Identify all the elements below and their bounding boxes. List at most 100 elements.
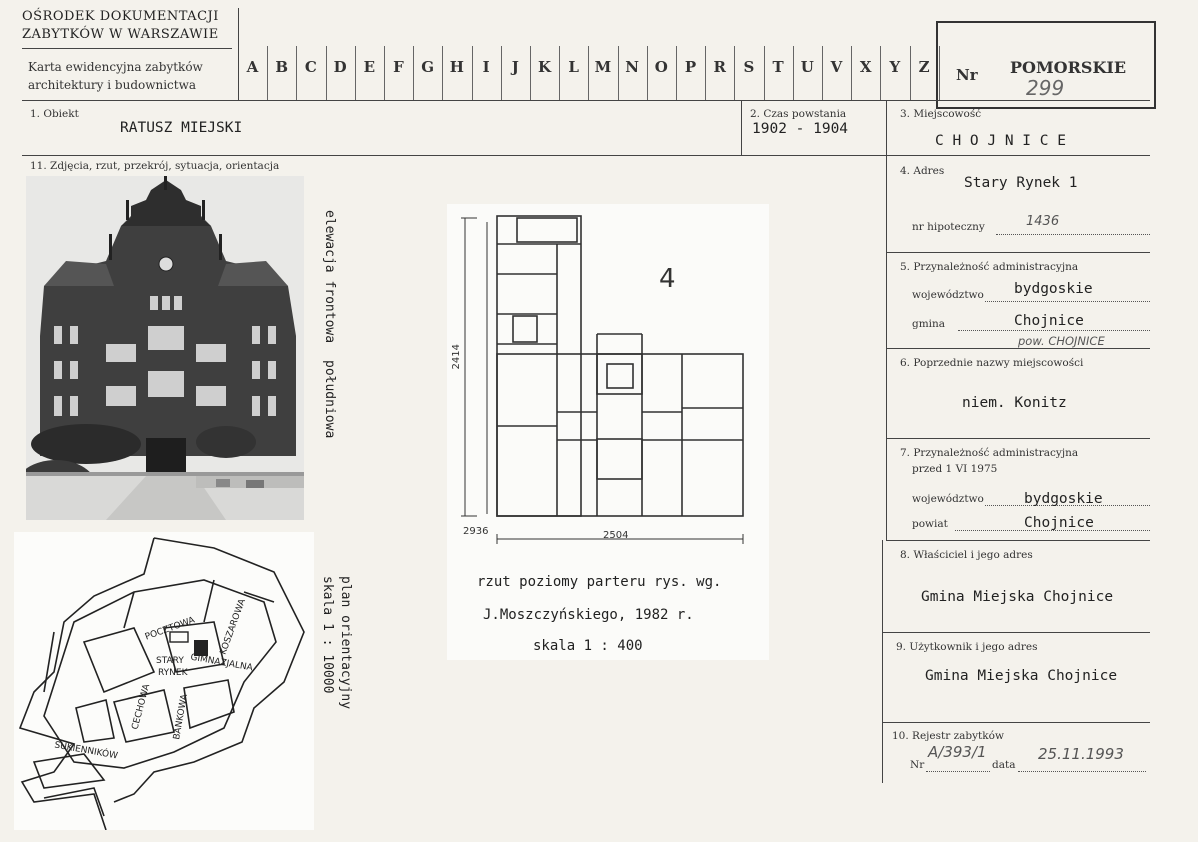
letter-cell-divider xyxy=(530,46,531,100)
user-label: 9. Użytkownik i jego adres xyxy=(896,641,1038,653)
card-type-line2: architektury i budownictwa xyxy=(28,78,197,92)
letter-cell-divider xyxy=(559,46,561,100)
commune-label: gmina xyxy=(912,318,946,330)
letter-cell-divider xyxy=(792,46,794,100)
letter-cell-divider xyxy=(442,46,444,100)
county-value: Chojnice xyxy=(1024,515,1094,531)
nr-label: Nr xyxy=(956,66,978,84)
voivodeship-before-value: bydgoskie xyxy=(1024,491,1103,507)
mortgage-label: nr hipoteczny xyxy=(912,221,985,233)
letter-i: I xyxy=(482,58,490,76)
rule-6 xyxy=(886,348,1150,349)
letter-x: X xyxy=(859,58,872,76)
register-nr-line xyxy=(926,771,990,772)
voivodeship-before-line xyxy=(985,505,1150,506)
object-label: 1. Obiekt xyxy=(30,108,79,120)
object-value: RATUSZ MIEJSKI xyxy=(120,120,243,136)
letter-y: Y xyxy=(889,58,901,76)
floor-plan-sheet: 2414 2504 2936 4 rzut poziomy parteru ry… xyxy=(447,204,769,660)
map-caption-line2: skala 1 : 10000 xyxy=(320,576,335,694)
region-label: POMORSKIE xyxy=(1010,58,1127,77)
orientation-map: POCZTOWA KOSZAROWA STARY RYNEK GIMNAZJAL… xyxy=(14,532,314,831)
letter-f: F xyxy=(393,58,404,76)
facade-photo xyxy=(16,168,304,520)
map-label-stary: STARY xyxy=(156,656,184,666)
plan-caption-line1: rzut poziomy parteru rys. wg. xyxy=(477,574,722,590)
register-date-value: 25.11.1993 xyxy=(1038,745,1124,763)
rule-row1-bottom xyxy=(22,155,1150,156)
place-label: 3. Miejscowość xyxy=(900,108,982,120)
owner-label: 8. Właściciel i jego adres xyxy=(900,549,1033,561)
divider-1 xyxy=(741,100,742,155)
letter-cell-divider xyxy=(296,46,298,100)
register-date-line xyxy=(1018,771,1146,772)
right-column-divider xyxy=(886,155,887,540)
elevation-caption-line1: elewacja frontowa xyxy=(322,210,337,344)
voivodeship-line xyxy=(985,301,1150,302)
register-date-label: data xyxy=(992,759,1016,771)
letter-o: O xyxy=(654,58,668,76)
map-caption: plan orientacyjny skala 1 : 10000 xyxy=(320,576,370,776)
letter-cell-divider xyxy=(880,46,882,100)
elevation-caption-line2: południowa xyxy=(322,360,337,439)
floor-plan-drawing xyxy=(461,215,744,544)
facade-photo-drawing xyxy=(16,168,304,520)
prev-names-value: niem. Konitz xyxy=(962,395,1067,411)
rule-9 xyxy=(882,632,1150,633)
letter-cell-divider xyxy=(909,46,911,100)
rule-5 xyxy=(886,252,1150,253)
letter-l: L xyxy=(568,58,579,76)
letter-c: C xyxy=(304,58,317,76)
voivodeship-value: bydgoskie xyxy=(1014,281,1093,297)
map-caption-line1: plan orientacyjny xyxy=(338,576,353,710)
place-value: C H O J N I C E xyxy=(935,133,1066,149)
letter-cell-divider xyxy=(325,46,327,100)
letter-k: K xyxy=(537,58,552,76)
letter-cell-divider xyxy=(646,46,648,100)
letter-cell-divider xyxy=(384,46,385,100)
letter-n: N xyxy=(625,58,639,76)
rule-8 xyxy=(886,540,1150,541)
plan-dim-horizontal: 2504 xyxy=(603,530,629,541)
voivodeship-label: województwo xyxy=(912,289,984,301)
plan-dim-vertical: 2414 xyxy=(451,344,462,370)
register-nr-value: A/393/1 xyxy=(928,743,987,761)
rule-7 xyxy=(886,438,1150,439)
letter-cell-divider xyxy=(471,46,473,100)
letter-j: J xyxy=(511,58,519,76)
letter-cell-divider xyxy=(267,46,269,100)
letter-s: S xyxy=(743,58,755,76)
letter-cell-divider xyxy=(938,46,940,100)
commune-value: Chojnice xyxy=(1014,313,1084,329)
right-column-divider-lower xyxy=(882,540,883,783)
letter-cell-divider xyxy=(676,46,677,100)
photos-label: 11. Zdjęcia, rzut, przekrój, sytuacja, o… xyxy=(30,160,280,172)
letter-a: A xyxy=(246,58,259,76)
letter-d: D xyxy=(333,58,347,76)
letter-b: B xyxy=(275,58,289,76)
registry-number: 299 xyxy=(1026,76,1065,100)
register-nr-label: Nr xyxy=(910,759,925,771)
letter-p: P xyxy=(684,58,697,76)
letter-cell-divider xyxy=(851,46,853,100)
institution-line1: OŚRODEK DOKUMENTACJI xyxy=(22,9,219,24)
letter-h: H xyxy=(449,58,464,76)
orientation-map-drawing xyxy=(18,537,305,831)
admin-before-sub: przed 1 VI 1975 xyxy=(912,463,998,475)
owner-value: Gmina Miejska Chojnice xyxy=(921,589,1114,605)
letter-u: U xyxy=(800,58,814,76)
plan-scale: skala 1 : 400 xyxy=(533,638,643,654)
register-label: 10. Rejestr zabytków xyxy=(892,730,1004,742)
prev-names-label: 6. Poprzednie nazwy miejscowości xyxy=(900,357,1084,369)
plan-caption-line2: J.Moszczyńskiego, 1982 r. xyxy=(483,607,694,623)
address-value: Stary Rynek 1 xyxy=(964,175,1078,191)
address-label: 4. Adres xyxy=(900,165,945,177)
letter-e: E xyxy=(363,58,376,76)
letter-cell-divider xyxy=(588,46,590,100)
plan-dim-corner: 2936 xyxy=(463,526,489,537)
institution-line2: ZABYTKÓW W WARSZAWIE xyxy=(22,27,219,42)
map-label-rynek: RYNEK xyxy=(158,668,188,678)
rule-10 xyxy=(882,722,1150,723)
letter-t: T xyxy=(772,58,784,76)
elevation-caption: elewacja frontowa południowa xyxy=(322,210,372,500)
